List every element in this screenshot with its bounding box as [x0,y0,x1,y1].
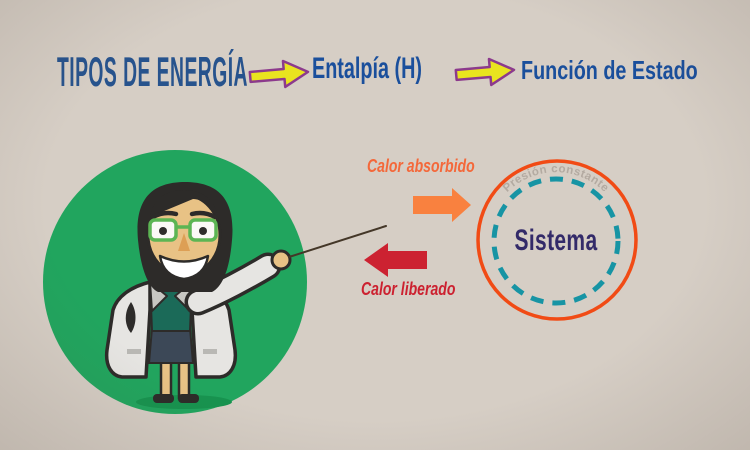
heat-absorbed-arrow-icon [413,188,471,222]
yellow-arrow-icon [248,59,310,89]
step-entalpia-label: Entalpía (H) [312,52,423,85]
system-dashed-circle [491,176,621,306]
system-outer-circle [476,159,638,321]
scientist-illustration [43,150,307,414]
heat-absorbed-label: Calor absorbido [367,156,475,176]
heat-released-label: Calor liberado [361,279,456,299]
page-title: TIPOS DE ENERGÍA [57,48,248,95]
step-funcion-estado-label: Función de Estado [521,55,698,85]
yellow-arrow-icon [454,57,516,87]
system-label: Sistema [514,224,598,257]
pointer-stick [288,225,387,258]
heat-released-arrow-icon [364,243,427,277]
